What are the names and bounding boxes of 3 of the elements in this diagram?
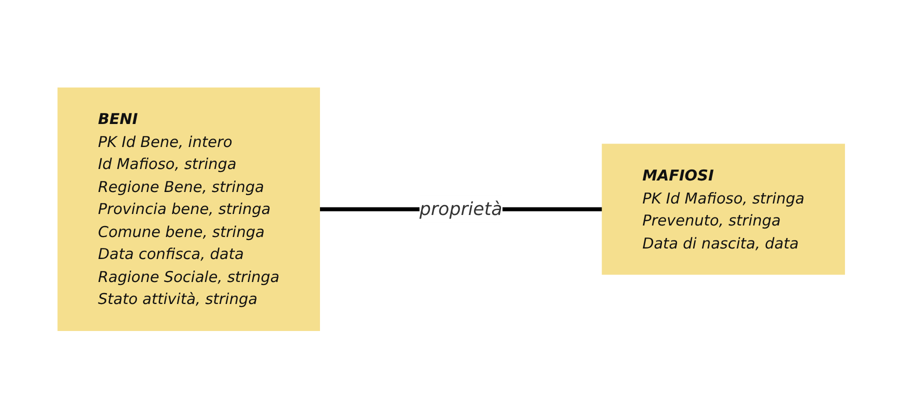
node-box: BENI PK Id Bene, intero Id Mafioso, stringa Regione Bene, stringa Provincia bene, stringa Comune bene, stringa Data confisca, data Ragione Sociale, stringa Stato attività, stringa: [58, 88, 320, 332]
edge-label: proprietà: [420, 199, 503, 220]
node-box: MAFIOSI PK Id Mafioso, stringa Prevenuto, stringa Data di nascita, data: [602, 144, 846, 275]
